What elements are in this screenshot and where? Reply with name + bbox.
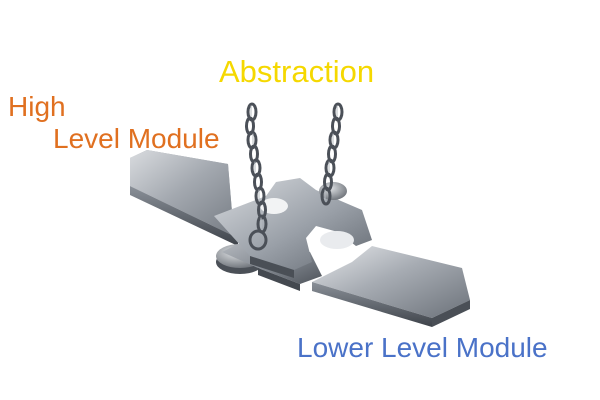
lower-level-module-label: Lower Level Module <box>297 332 548 363</box>
chain-highlights <box>250 105 338 229</box>
high-level-module-label-line1: High <box>8 91 66 122</box>
right-chain <box>320 102 344 206</box>
left-chain <box>245 102 268 251</box>
left-plank <box>130 150 244 246</box>
abstraction-label: Abstraction <box>219 54 375 89</box>
chains <box>245 102 344 251</box>
high-level-module-label-line2: Level Module <box>53 123 220 154</box>
right-plank <box>312 246 470 327</box>
